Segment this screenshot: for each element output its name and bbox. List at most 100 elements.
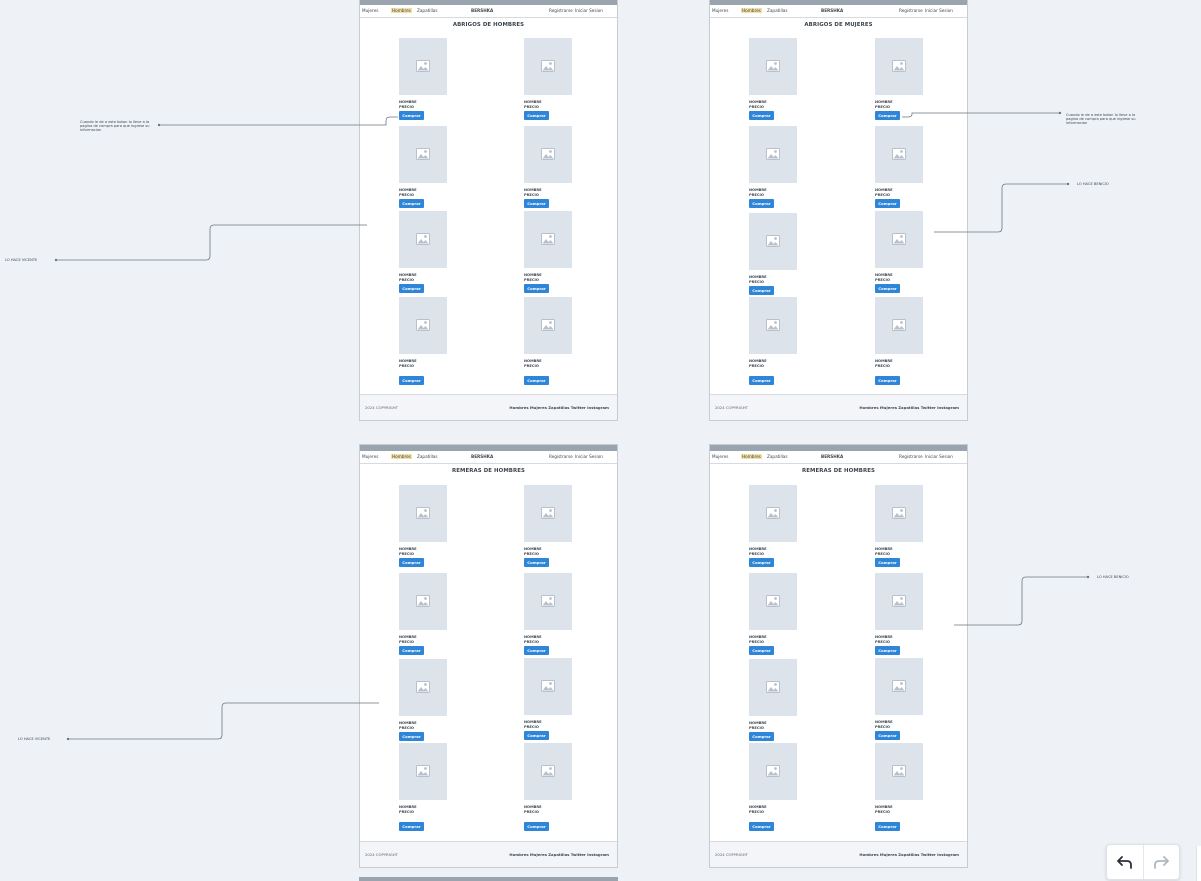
product-price: PRECIO — [875, 639, 890, 644]
product-name: NOMBRE — [399, 547, 417, 551]
image-placeholder-icon — [541, 319, 555, 331]
product-image — [749, 126, 797, 183]
footer-links[interactable]: Hombres Mujeres Zapatillas Twitter Insta… — [859, 852, 959, 857]
nav-registrarse[interactable]: Registrarse — [899, 8, 923, 13]
comprar-button[interactable]: Comprar — [524, 558, 549, 567]
undo-icon — [1116, 856, 1132, 869]
nav-mujeres[interactable]: Mujeres — [362, 8, 379, 13]
comprar-button[interactable]: Comprar — [399, 376, 424, 385]
redo-button[interactable] — [1142, 845, 1180, 879]
nav-zapatillas[interactable]: Zapatillas — [767, 454, 788, 459]
comprar-button[interactable]: Comprar — [399, 732, 424, 741]
product-image — [524, 573, 572, 630]
comprar-button[interactable]: Comprar — [524, 199, 549, 208]
nav-zapatillas[interactable]: Zapatillas — [767, 8, 788, 13]
note-compra-right: Cuando le de a este boton lo lleve a la … — [1066, 113, 1136, 126]
comprar-button[interactable]: Comprar — [749, 286, 774, 295]
comprar-button[interactable]: Comprar — [875, 376, 900, 385]
product-price: PRECIO — [749, 809, 764, 814]
footer-links[interactable]: Hombres Mujeres Zapatillas Twitter Insta… — [509, 405, 609, 410]
product-price: PRECIO — [399, 192, 414, 197]
comprar-button[interactable]: Comprar — [749, 111, 774, 120]
undo-button[interactable] — [1107, 845, 1143, 879]
comprar-button[interactable]: Comprar — [524, 731, 549, 740]
note-vicente-top: LO HACE VICENTE — [5, 258, 38, 262]
image-placeholder-icon — [416, 595, 430, 607]
nav-hombres[interactable]: Hombres — [391, 454, 412, 459]
comprar-button[interactable]: Comprar — [749, 376, 774, 385]
nav-hombres[interactable]: Hombres — [391, 8, 412, 13]
comprar-button[interactable]: Comprar — [875, 822, 900, 831]
comprar-button[interactable]: Comprar — [399, 558, 424, 567]
comprar-button[interactable]: Comprar — [875, 111, 900, 120]
image-placeholder-icon — [416, 681, 430, 693]
side-panel-edge — [1196, 846, 1201, 881]
nav-iniciar-sesion[interactable]: Iniciar Sesion — [925, 8, 953, 13]
nav-iniciar-sesion[interactable]: Iniciar Sesion — [575, 454, 603, 459]
comprar-button[interactable]: Comprar — [875, 731, 900, 740]
comprar-button[interactable]: Comprar — [399, 646, 424, 655]
product-name: NOMBRE — [524, 188, 542, 192]
product-name: NOMBRE — [749, 547, 767, 551]
image-placeholder-icon — [892, 595, 906, 607]
nav-brand[interactable]: BERSHKA — [471, 8, 494, 13]
comprar-button[interactable]: Comprar — [399, 284, 424, 293]
product-name: NOMBRE — [524, 805, 542, 809]
comprar-button[interactable]: Comprar — [875, 646, 900, 655]
comprar-button[interactable]: Comprar — [399, 111, 424, 120]
nav-hombres[interactable]: Hombres — [741, 8, 762, 13]
comprar-button[interactable]: Comprar — [749, 558, 774, 567]
nav-registrarse[interactable]: Registrarse — [549, 8, 573, 13]
comprar-button[interactable]: Comprar — [875, 199, 900, 208]
comprar-button[interactable]: Comprar — [875, 284, 900, 293]
page-title: ABRIGOS DE HOMBRES — [452, 22, 525, 28]
product-image — [524, 211, 572, 268]
comprar-button[interactable]: Comprar — [524, 646, 549, 655]
comprar-button[interactable]: Comprar — [875, 558, 900, 567]
nav-brand[interactable]: BERSHKA — [821, 8, 844, 13]
wireframe-abrigos-hombres: Mujeres Hombres Zapatillas BERSHKA Regis… — [359, 0, 618, 421]
product-name: NOMBRE — [875, 359, 893, 363]
nav-mujeres[interactable]: Mujeres — [712, 8, 729, 13]
nav-brand[interactable]: BERSHKA — [821, 454, 844, 459]
nav-registrarse[interactable]: Registrarse — [899, 454, 923, 459]
image-placeholder-icon — [541, 765, 555, 777]
nav-brand[interactable]: BERSHKA — [471, 454, 494, 459]
comprar-button[interactable]: Comprar — [524, 822, 549, 831]
product-price: PRECIO — [749, 104, 764, 109]
footer-links[interactable]: Hombres Mujeres Zapatillas Twitter Insta… — [509, 852, 609, 857]
product-name: NOMBRE — [749, 359, 767, 363]
comprar-button[interactable]: Comprar — [399, 199, 424, 208]
comprar-button[interactable]: Comprar — [749, 199, 774, 208]
product-price: PRECIO — [524, 104, 539, 109]
nav-zapatillas[interactable]: Zapatillas — [417, 8, 438, 13]
image-placeholder-icon — [892, 148, 906, 160]
comprar-button[interactable]: Comprar — [399, 822, 424, 831]
nav-mujeres[interactable]: Mujeres — [362, 454, 379, 459]
product-image — [875, 126, 923, 183]
product-price: PRECIO — [524, 724, 539, 729]
comprar-button[interactable]: Comprar — [749, 732, 774, 741]
nav-registrarse[interactable]: Registrarse — [549, 454, 573, 459]
nav-iniciar-sesion[interactable]: Iniciar Sesion — [925, 454, 953, 459]
connector-vicente-top — [56, 224, 367, 261]
image-placeholder-icon — [892, 680, 906, 692]
nav-iniciar-sesion[interactable]: Iniciar Sesion — [575, 8, 603, 13]
footer-copyright: 2024 COPYRIGHT — [365, 405, 398, 410]
nav-mujeres[interactable]: Mujeres — [712, 454, 729, 459]
comprar-button[interactable]: Comprar — [524, 111, 549, 120]
comprar-button[interactable]: Comprar — [524, 376, 549, 385]
product-price: PRECIO — [399, 551, 414, 556]
comprar-button[interactable]: Comprar — [749, 646, 774, 655]
comprar-button[interactable]: Comprar — [524, 284, 549, 293]
nav-zapatillas[interactable]: Zapatillas — [417, 454, 438, 459]
nav-hombres[interactable]: Hombres — [741, 454, 762, 459]
comprar-button[interactable]: Comprar — [749, 822, 774, 831]
footer-links[interactable]: Hombres Mujeres Zapatillas Twitter Insta… — [859, 405, 959, 410]
